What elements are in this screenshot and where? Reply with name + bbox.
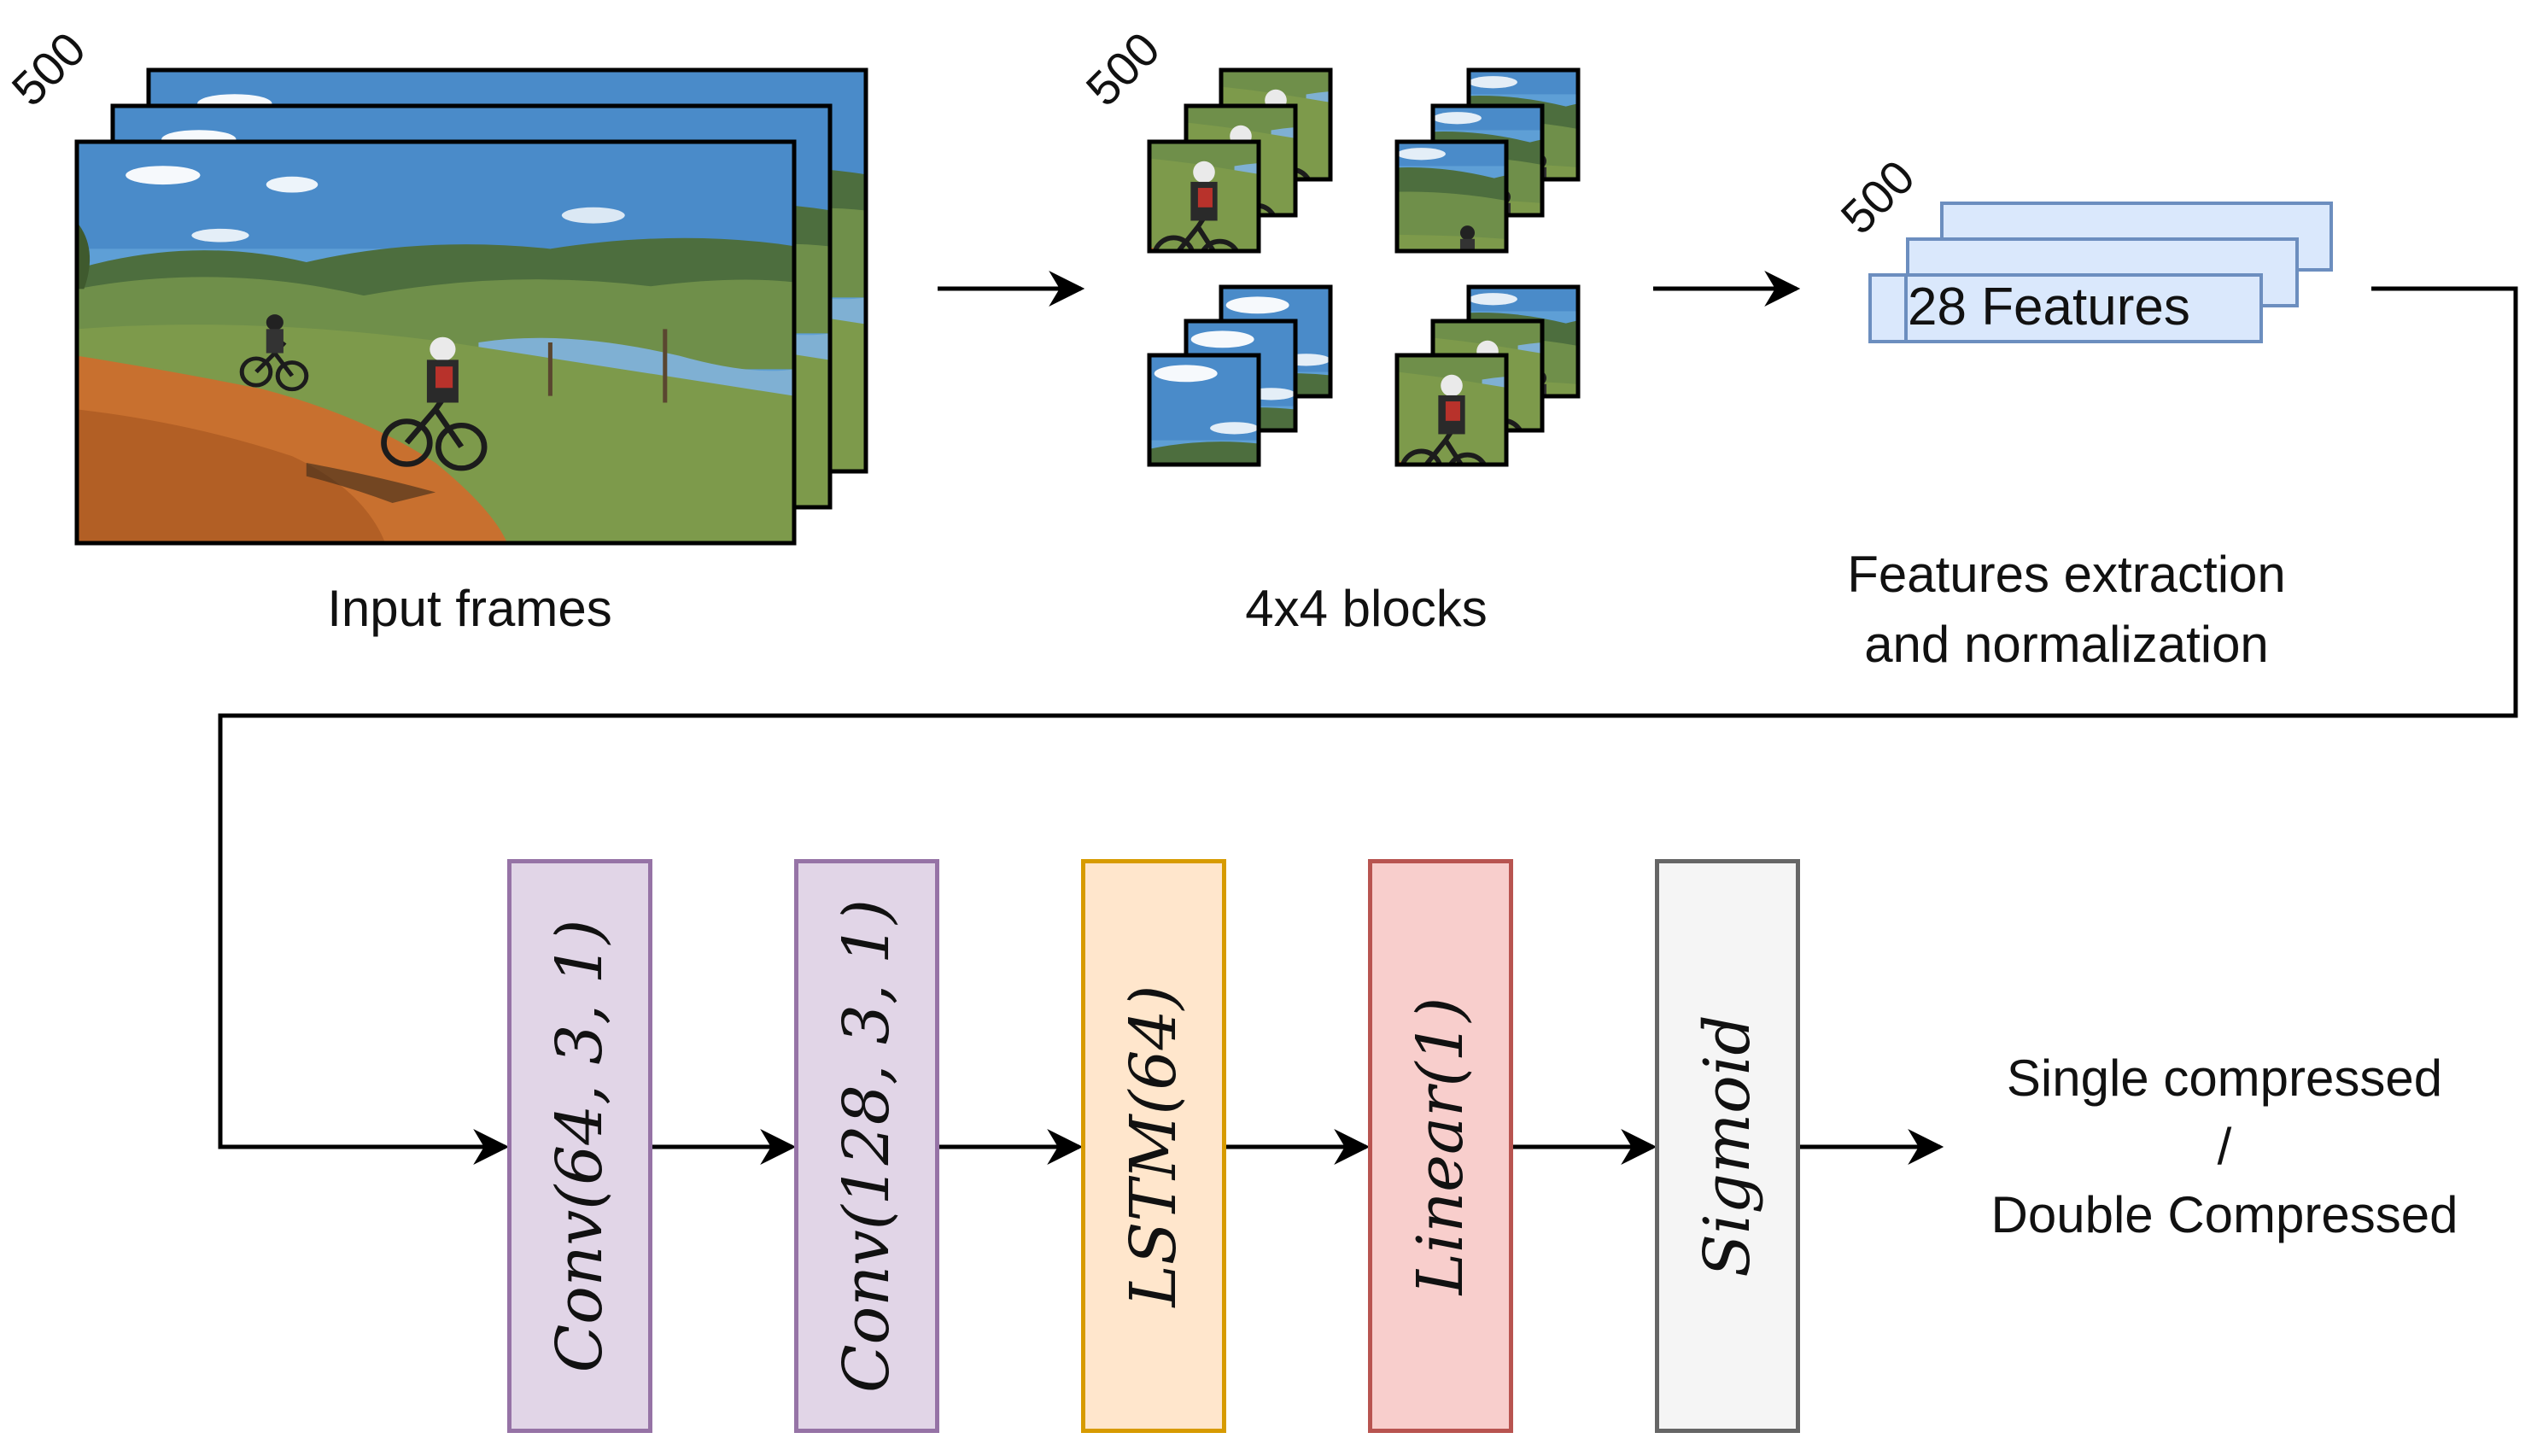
layer-sigmoid: Sigmoid: [1655, 859, 1800, 1433]
connector-features-to-network: [218, 286, 2518, 1165]
layer-linear: Linear(1): [1368, 859, 1513, 1433]
blocks-stack-riders: [1147, 67, 1333, 254]
features-label-line1: Features extraction: [1847, 546, 2286, 603]
layer-lstm: LSTM(64): [1081, 859, 1226, 1433]
input-frames-label: Input frames: [327, 580, 612, 637]
layer-linear-label: Linear(1): [1404, 997, 1477, 1295]
input-frames-stack: [74, 67, 868, 546]
blocks-stack-mixed: [1394, 284, 1581, 467]
layer-conv-128-label: Conv(128, 3, 1): [830, 899, 903, 1393]
feature-vector-inner-front: [1904, 273, 2263, 343]
blocks-label: 4x4 blocks: [1245, 580, 1488, 637]
blocks-stack-hills: [1394, 67, 1581, 254]
layer-conv-128: Conv(128, 3, 1): [794, 859, 939, 1433]
layer-conv-64-label: Conv(64, 3, 1): [543, 919, 617, 1373]
layer-lstm-label: LSTM(64): [1117, 985, 1190, 1307]
layer-conv-64: Conv(64, 3, 1): [507, 859, 652, 1433]
output-label-line1: Single compressed: [2006, 1050, 2443, 1107]
features-label-line2: and normalization: [1864, 616, 2269, 673]
output-label-line3: Double Compressed: [1990, 1186, 2458, 1243]
output-label-line2: /: [2217, 1118, 2232, 1175]
blocks-stack-sky: [1147, 284, 1333, 467]
layer-sigmoid-label: Sigmoid: [1691, 1015, 1764, 1278]
features-box-label: 28 Features: [1908, 278, 2190, 336]
